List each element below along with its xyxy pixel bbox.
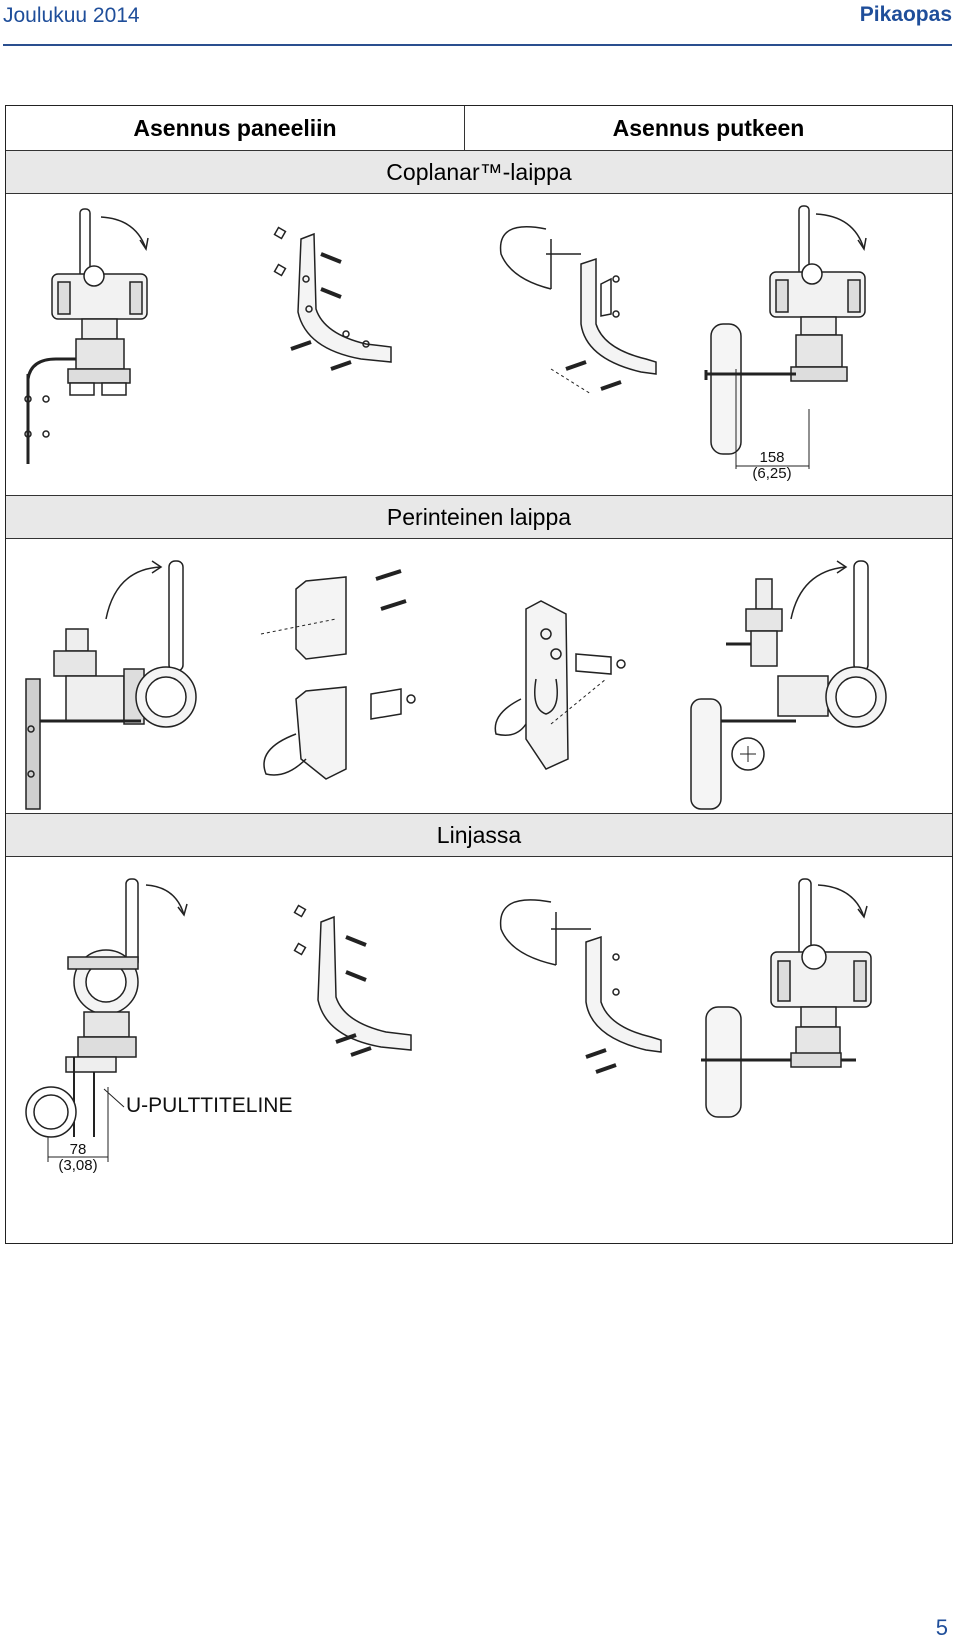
coplanar-pipe-bracket: [499, 226, 657, 395]
label-ubolt: U-PULTTITELINE: [126, 1094, 292, 1117]
inline-pipe-transmitter: [701, 878, 872, 1118]
inline-panel-bracket: [293, 904, 412, 1057]
coplanar-pipe-transmitter: [704, 205, 867, 469]
traditional-pipe-transmitter: [690, 560, 887, 810]
page-number: 5: [935, 1615, 948, 1640]
col-title-pipe: Asennus putkeen: [612, 114, 805, 141]
coplanar-panel-bracket: [273, 226, 392, 371]
inline-panel-transmitter: [25, 878, 188, 1162]
traditional-panel-transmitter: [25, 560, 197, 810]
section-traditional: Perinteinen laippa: [6, 495, 952, 539]
section-coplanar: Coplanar™-laippa: [6, 150, 952, 194]
dim-inline-mm: 78: [70, 1141, 87, 1158]
coplanar-drawings: 158 (6,25): [24, 205, 867, 482]
traditional-drawings: [25, 560, 887, 810]
dim-coplanar-mm: 158: [759, 449, 784, 466]
traditional-panel-bracket: [260, 569, 416, 780]
mounting-table: Asennus paneeliin Asennus putkeen Coplan…: [5, 105, 953, 1244]
header-date: Joulukuu 2014: [3, 4, 140, 27]
dim-inline-in: (3,08): [58, 1157, 97, 1174]
col-title-panel: Asennus paneeliin: [133, 114, 337, 141]
dim-coplanar-in: (6,25): [752, 465, 791, 482]
traditional-pipe-bracket: [494, 600, 626, 770]
inline-drawings: U-PULTTITELINE 78 (3,08): [25, 878, 872, 1174]
inline-pipe-bracket: [499, 899, 662, 1074]
header-doc-type: Pikaopas: [859, 3, 952, 26]
header-rule: [3, 44, 952, 46]
coplanar-panel-transmitter: [24, 208, 149, 464]
section-inline: Linjassa: [6, 813, 952, 857]
col-separator: [464, 106, 465, 150]
